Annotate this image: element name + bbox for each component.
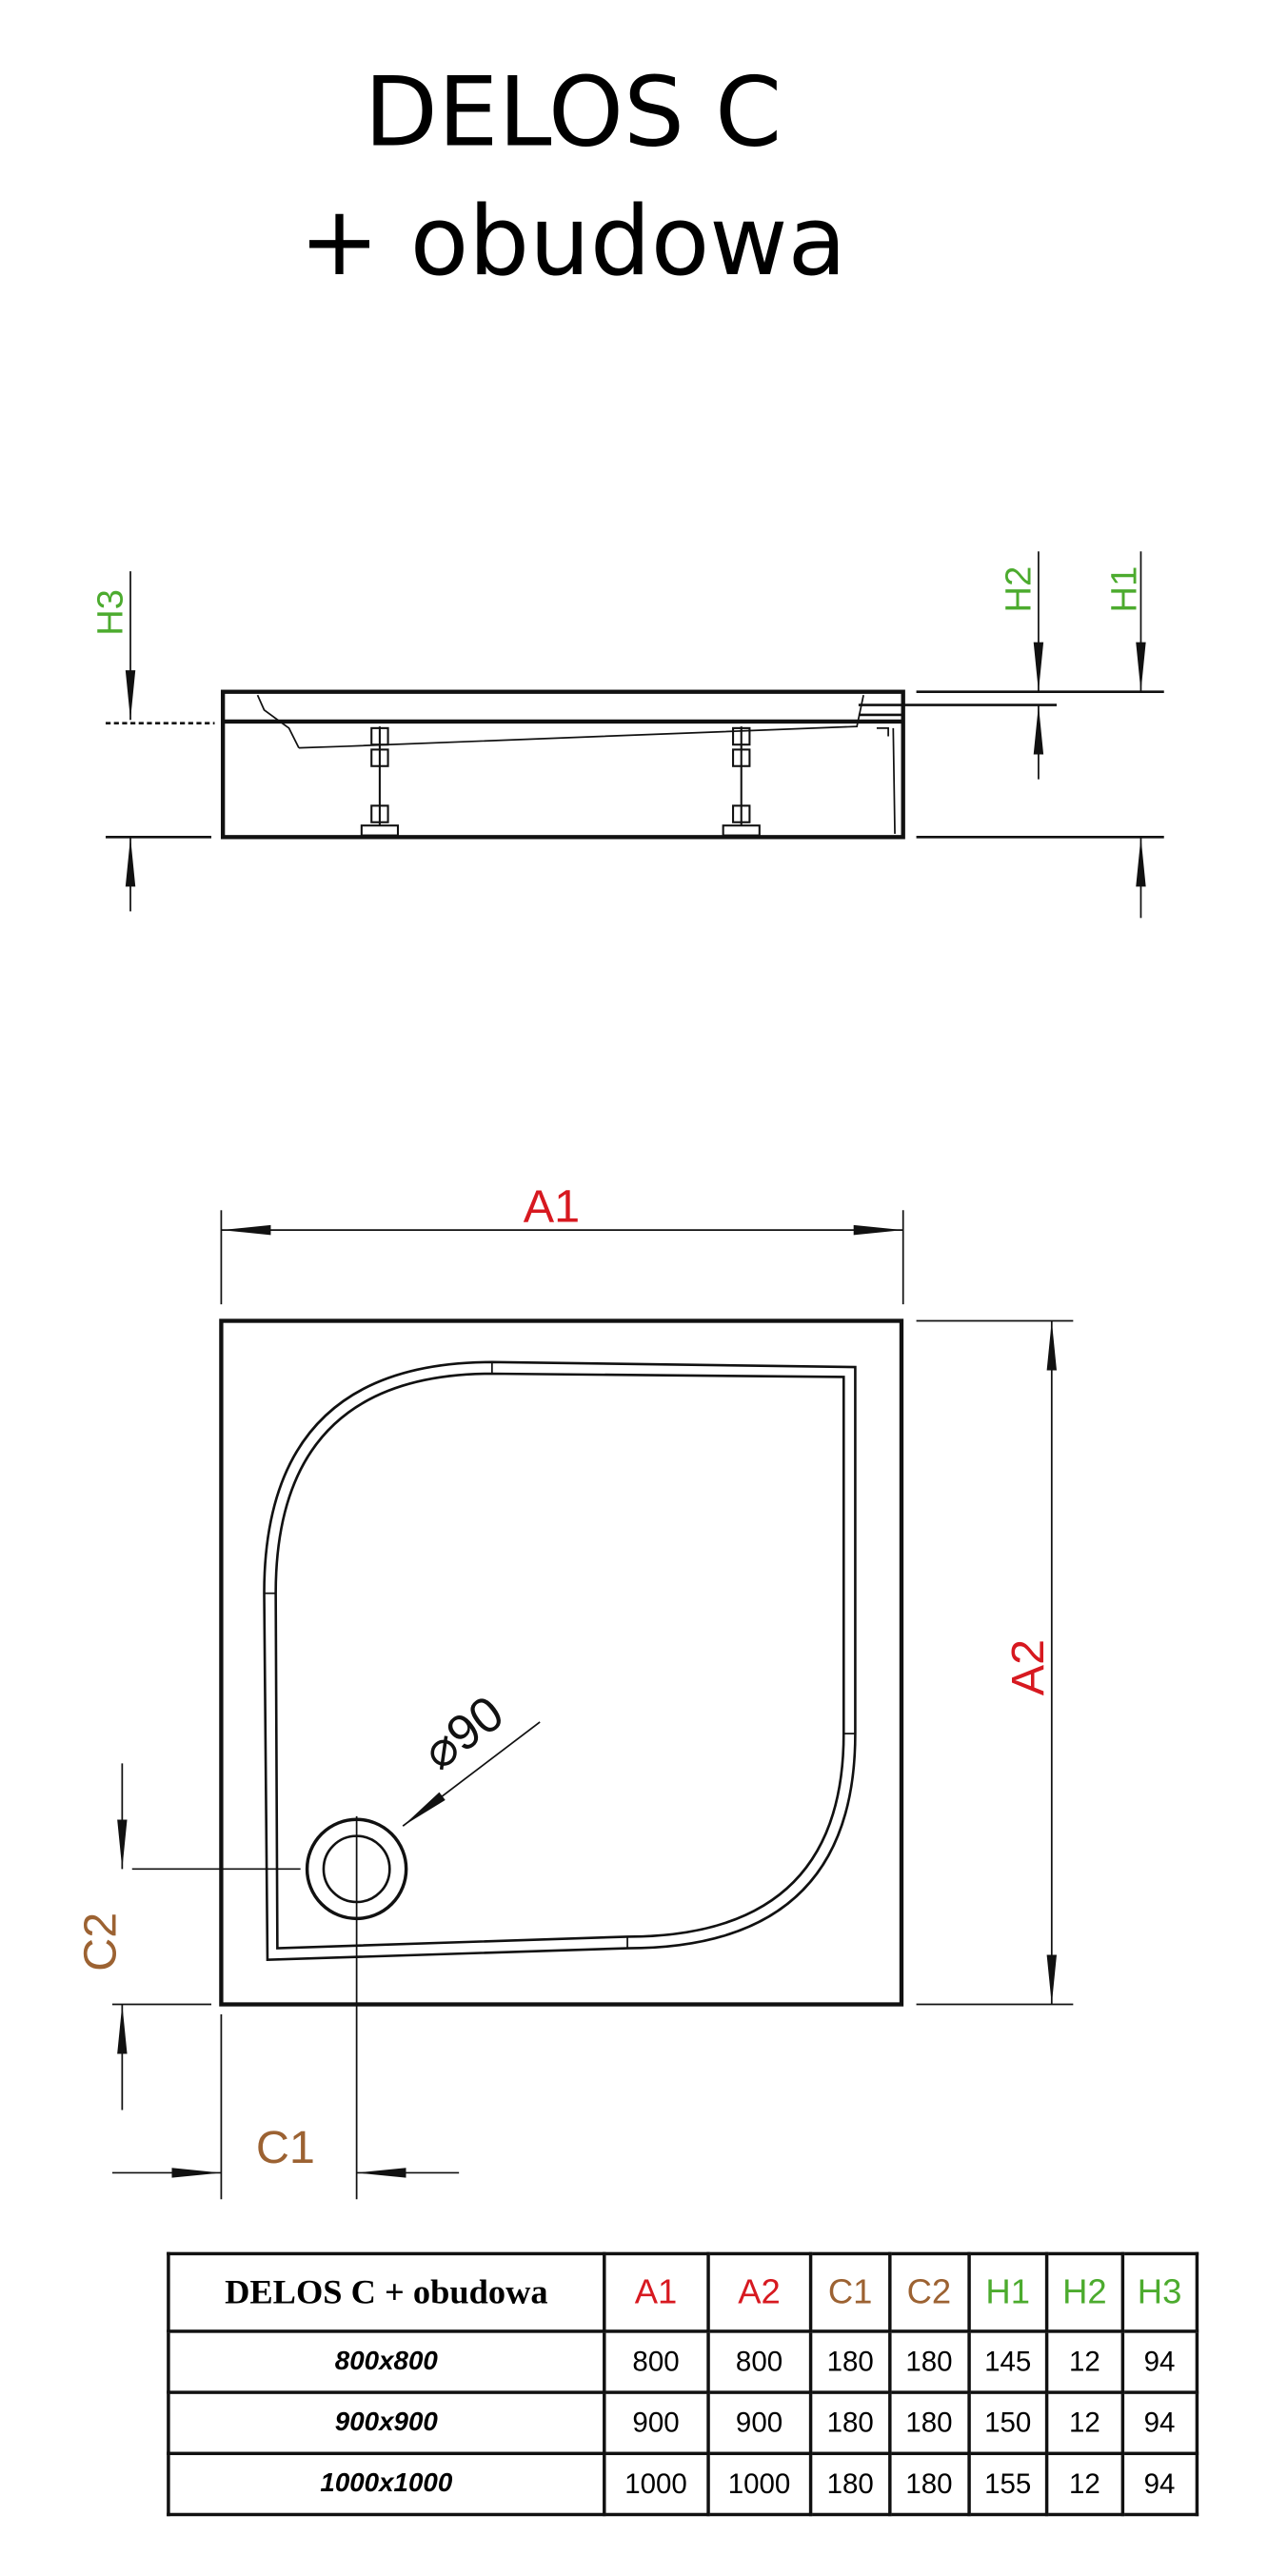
cell: 180 <box>809 2451 892 2517</box>
cell: 1000 <box>705 2451 813 2517</box>
size-cell: 900x900 <box>167 2390 606 2456</box>
table-header-row: DELOS C + obudowa A1 A2 C1 C2 H1 H2 H3 <box>167 2251 1199 2333</box>
cell: 1000 <box>603 2451 710 2517</box>
header-h2: H2 <box>1045 2251 1124 2333</box>
cell: 180 <box>809 2329 892 2394</box>
c1-label: C1 <box>256 2122 315 2173</box>
size-cell: 800x800 <box>167 2329 606 2394</box>
header-h3: H3 <box>1119 2251 1199 2333</box>
table-row: 1000x1000 1000 1000 180 180 155 12 94 <box>167 2451 1199 2517</box>
plan-view <box>111 1210 1074 2200</box>
header-c2: C2 <box>887 2251 971 2333</box>
cell: 145 <box>966 2329 1049 2394</box>
cell: 94 <box>1119 2390 1199 2456</box>
cell: 900 <box>603 2390 710 2456</box>
drain-diameter-label: ⌀90 <box>413 1686 514 1781</box>
header-h1: H1 <box>966 2251 1049 2333</box>
cell: 12 <box>1045 2329 1124 2394</box>
h3-label: H3 <box>89 589 130 636</box>
cell: 180 <box>887 2451 971 2517</box>
adjustable-leg <box>360 726 400 837</box>
header-model: DELOS C + obudowa <box>167 2251 606 2333</box>
cell: 180 <box>887 2390 971 2456</box>
adjustable-leg <box>722 726 761 837</box>
cell: 800 <box>603 2329 710 2394</box>
cell: 94 <box>1119 2451 1199 2517</box>
cell: 155 <box>966 2451 1049 2517</box>
cell: 180 <box>809 2390 892 2456</box>
size-cell: 1000x1000 <box>167 2451 606 2517</box>
h1-label: H1 <box>1103 566 1144 613</box>
cell: 12 <box>1045 2451 1124 2517</box>
header-a2: A2 <box>705 2251 813 2333</box>
side-view <box>106 551 1164 919</box>
title-line-1: DELOS C <box>364 55 783 168</box>
table-row: 900x900 900 900 180 180 150 12 94 <box>167 2390 1199 2456</box>
cell: 800 <box>705 2329 813 2394</box>
a2-label: A2 <box>1002 1639 1054 1695</box>
header-c1: C1 <box>809 2251 892 2333</box>
title-line-2: + obudowa <box>299 185 847 298</box>
cell: 180 <box>887 2329 971 2394</box>
dimensions-table: DELOS C + obudowa A1 A2 C1 C2 H1 H2 H3 8… <box>167 2251 1199 2517</box>
c2-label: C2 <box>74 1912 126 1972</box>
cell: 12 <box>1045 2390 1124 2456</box>
cell: 900 <box>705 2390 813 2456</box>
table-row: 800x800 800 800 180 180 145 12 94 <box>167 2329 1199 2394</box>
cell: 150 <box>966 2390 1049 2456</box>
header-a1: A1 <box>603 2251 710 2333</box>
h2-label: H2 <box>998 566 1039 613</box>
a1-label: A1 <box>524 1180 580 1232</box>
cell: 94 <box>1119 2329 1199 2394</box>
